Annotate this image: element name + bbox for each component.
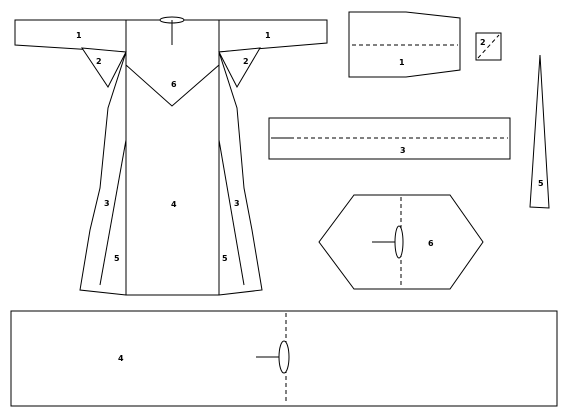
body-neck-opening bbox=[278, 340, 290, 374]
side-gore-right-label: 5 bbox=[222, 254, 228, 263]
gusset-piece-label: 2 bbox=[480, 38, 486, 47]
triangle-label: 5 bbox=[538, 179, 544, 188]
center-label: 4 bbox=[171, 200, 177, 209]
yoke-outline bbox=[125, 64, 220, 107]
sleeve-left-label: 1 bbox=[76, 31, 82, 40]
piece-yoke: 6 bbox=[318, 194, 484, 290]
sleeve-right-label: 1 bbox=[265, 31, 271, 40]
piece-gusset: 2 bbox=[475, 32, 502, 61]
piece-triangle: 5 bbox=[529, 54, 550, 209]
sleeve-right bbox=[218, 19, 328, 53]
gore-strip-label: 3 bbox=[400, 146, 406, 155]
piece-gore-strip: 3 bbox=[268, 117, 511, 160]
sleeve-left bbox=[14, 19, 127, 53]
gusset-left bbox=[81, 47, 127, 88]
piece-sleeve: 1 bbox=[348, 11, 461, 78]
gore-seam-left bbox=[99, 139, 127, 286]
gusset-right bbox=[218, 47, 261, 89]
gusset-diagonal bbox=[477, 34, 500, 59]
gore-left-label: 3 bbox=[104, 199, 110, 208]
gore-right-label: 3 bbox=[234, 199, 240, 208]
yoke-neck-opening bbox=[394, 225, 404, 259]
body-piece-label: 4 bbox=[118, 354, 124, 363]
sleeve-piece-label: 1 bbox=[399, 58, 405, 67]
piece-body: 4 bbox=[10, 310, 558, 407]
side-gore-left-label: 5 bbox=[114, 254, 120, 263]
triangle-outline bbox=[529, 54, 550, 209]
yoke-piece-label: 6 bbox=[428, 239, 434, 248]
assembled-tunic: 1 1 2 2 6 4 3 3 5 5 bbox=[14, 16, 328, 296]
gusset-right-label: 2 bbox=[243, 57, 249, 66]
gore-seam-right bbox=[218, 139, 245, 286]
gusset-left-label: 2 bbox=[96, 57, 102, 66]
yoke-label: 6 bbox=[171, 80, 177, 89]
